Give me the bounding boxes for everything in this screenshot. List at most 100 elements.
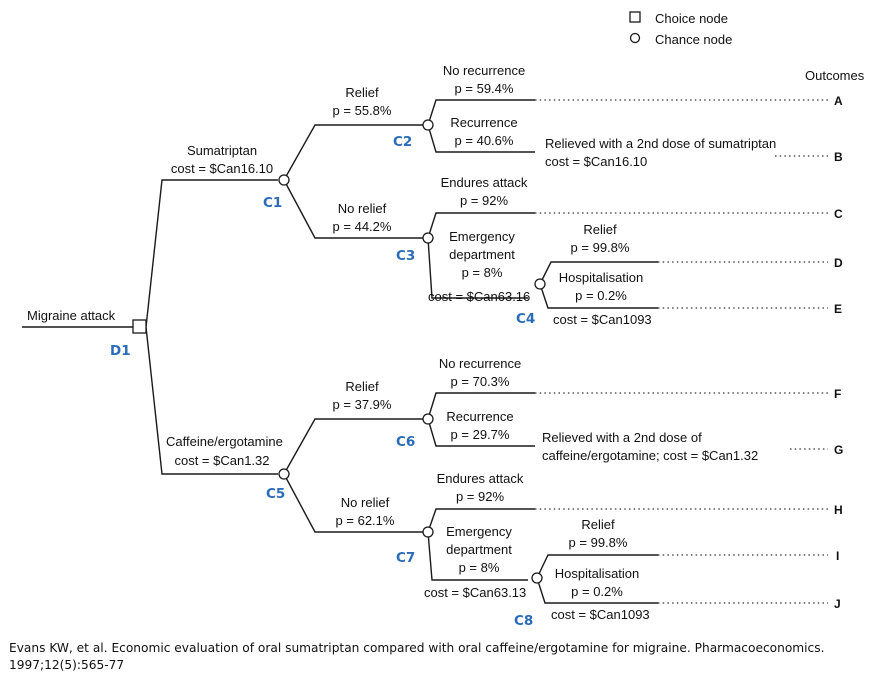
caffeine-name: Caffeine/ergotamine	[166, 434, 283, 449]
root-label: Migraine attack	[27, 308, 116, 323]
caff-endures-line	[427, 508, 535, 533]
suma-relief-p: p = 55.8%	[333, 103, 392, 118]
decision-tree: Choice node Chance node Outcomes Migrain…	[22, 11, 865, 629]
node-id-c1: C1	[263, 195, 282, 211]
suma-norelief-branch-line	[283, 179, 423, 239]
node-id-c8: C8	[514, 613, 533, 629]
sumatriptan-cost: cost = $Can16.10	[171, 161, 273, 176]
caff-hosp-line	[536, 577, 658, 604]
outcome-letter-j: J	[834, 597, 841, 611]
chance-node-c8[interactable]	[531, 572, 543, 584]
outcome-letter-g: G	[834, 443, 843, 457]
caff-recurrence-label: Recurrence	[446, 409, 513, 424]
legend-chance-label: Chance node	[655, 32, 732, 47]
suma-relief-label: Relief	[345, 85, 379, 100]
node-id-c6: C6	[396, 434, 415, 450]
suma-recurrence-line	[427, 124, 535, 153]
caff-relief-branch-line	[283, 418, 423, 475]
suma-emergency-line	[427, 237, 528, 299]
outcome-letter-f: F	[834, 387, 841, 401]
citation: Evans KW, et al. Economic evaluation of …	[9, 641, 825, 672]
caffeine-cost: cost = $Can1.32	[174, 453, 269, 468]
suma-recurrence-p: p = 40.6%	[455, 133, 514, 148]
sumatriptan-branch-line	[145, 179, 278, 328]
legend-choice-label: Choice node	[655, 11, 728, 26]
caff-second-dose-line2: caffeine/ergotamine; cost = $Can1.32	[542, 448, 758, 463]
caff-er-relief-label: Relief	[581, 517, 615, 532]
suma-hosp-line	[539, 283, 658, 309]
outcome-letter-h: H	[834, 503, 843, 517]
suma-hosp-label: Hospitalisation	[559, 270, 644, 285]
outcomes-header: Outcomes	[805, 68, 865, 83]
suma-second-dose-line1: Relieved with a 2nd dose of sumatriptan	[545, 136, 776, 151]
caff-er-relief-p: p = 99.8%	[569, 535, 628, 550]
suma-hosp-cost: cost = $Can1093	[553, 312, 652, 327]
caff-emergency-cost: cost = $Can63.13	[424, 585, 526, 600]
caff-er-relief-line	[536, 554, 658, 579]
suma-norecurrence-p: p = 59.4%	[455, 81, 514, 96]
chance-node-c5[interactable]	[278, 468, 290, 480]
suma-er-relief-label: Relief	[583, 222, 617, 237]
suma-second-dose-line2: cost = $Can16.10	[545, 154, 647, 169]
outcome-letter-b: B	[834, 150, 843, 164]
suma-norecurrence-label: No recurrence	[443, 63, 525, 78]
caff-emergency-line2: department	[446, 542, 512, 557]
suma-relief-branch-line	[283, 124, 423, 181]
node-id-c3: C3	[396, 248, 415, 264]
caff-endures-label: Endures attack	[437, 471, 524, 486]
caff-norelief-branch-line	[283, 473, 423, 533]
node-id-d1: D1	[110, 343, 131, 359]
chance-node-c2[interactable]	[422, 119, 434, 131]
suma-recurrence-label: Recurrence	[450, 115, 517, 130]
node-id-c5: C5	[266, 486, 285, 502]
suma-endures-label: Endures attack	[441, 175, 528, 190]
suma-emergency-line2: department	[449, 247, 515, 262]
chance-node-c7[interactable]	[422, 526, 434, 538]
outcome-letter-d: D	[834, 256, 843, 270]
choice-node-legend-icon	[629, 11, 641, 23]
chance-node-legend-icon	[629, 32, 641, 44]
caff-second-dose-line1: Relieved with a 2nd dose of	[542, 430, 702, 445]
choice-node-d1[interactable]	[132, 319, 147, 334]
caff-relief-p: p = 37.9%	[333, 397, 392, 412]
chance-node-c6[interactable]	[422, 413, 434, 425]
suma-hosp-p: p = 0.2%	[575, 288, 627, 303]
outcome-letter-c: C	[834, 207, 843, 221]
outcome-letter-a: A	[834, 94, 843, 108]
caff-norelief-label: No relief	[341, 495, 390, 510]
caff-recurrence-line	[427, 418, 535, 447]
suma-emergency-cost: cost = $Can63.16	[428, 289, 530, 304]
suma-norelief-p: p = 44.2%	[333, 219, 392, 234]
caff-recurrence-p: p = 29.7%	[451, 427, 510, 442]
caff-norelief-p: p = 62.1%	[336, 513, 395, 528]
caff-emergency-line	[427, 531, 528, 581]
suma-er-relief-p: p = 99.8%	[571, 240, 630, 255]
caff-hosp-cost: cost = $Can1093	[551, 607, 650, 622]
caff-hosp-label: Hospitalisation	[555, 566, 640, 581]
suma-emergency-line1: Emergency	[449, 229, 515, 244]
caff-endures-p: p = 92%	[456, 489, 505, 504]
caff-relief-label: Relief	[345, 379, 379, 394]
suma-endures-line	[427, 212, 535, 239]
outcome-letter-e: E	[834, 302, 842, 316]
suma-norelief-label: No relief	[338, 201, 387, 216]
suma-emergency-p: p = 8%	[462, 265, 503, 280]
chance-node-c4[interactable]	[534, 278, 546, 290]
node-id-c4: C4	[516, 311, 535, 327]
suma-endures-p: p = 92%	[460, 193, 509, 208]
suma-er-relief-line	[539, 261, 658, 285]
caffeine-branch-line	[145, 326, 278, 475]
node-id-c7: C7	[396, 550, 415, 566]
chance-node-c1[interactable]	[278, 174, 290, 186]
sumatriptan-name: Sumatriptan	[187, 143, 257, 158]
caff-emergency-p: p = 8%	[459, 560, 500, 575]
caff-hosp-p: p = 0.2%	[571, 584, 623, 599]
outcome-letter-i: I	[836, 549, 839, 563]
suma-norecurrence-line	[427, 99, 535, 126]
caff-norecurrence-label: No recurrence	[439, 356, 521, 371]
caff-norecurrence-p: p = 70.3%	[451, 374, 510, 389]
chance-node-c3[interactable]	[422, 232, 434, 244]
node-id-c2: C2	[393, 134, 412, 150]
caff-emergency-line1: Emergency	[446, 524, 512, 539]
caff-norecurrence-line	[427, 392, 535, 420]
